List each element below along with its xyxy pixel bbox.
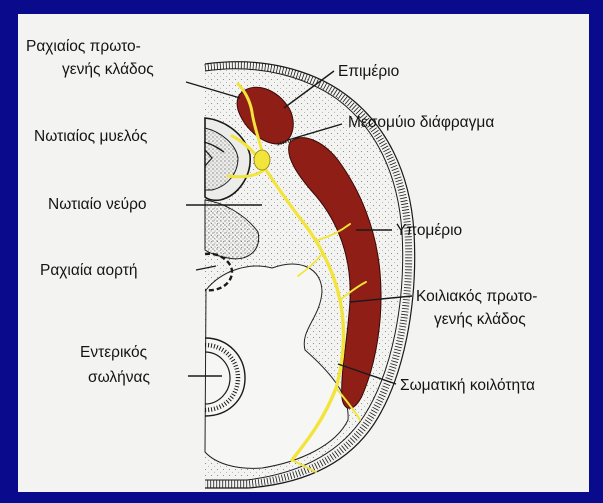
label-mesomyio: Μεσομύιο διάφραγμα (348, 114, 494, 131)
label-enterikos-line2: σωλήνας (88, 369, 150, 386)
label-rachiaia-aorti: Ραχιαία αορτή (40, 262, 137, 279)
label-nwtiaio-neyro: Νωτιαίο νεύρο (48, 196, 147, 213)
label-somatiki: Σωματική κοιλότητα (400, 377, 535, 394)
label-rachiaios-line2: γενής κλάδος (62, 61, 154, 78)
label-nwtiaios-myelos: Νωτιαίος μυελός (34, 128, 147, 145)
label-rachiaios-line1: Ραχιαίος πρωτο- (26, 38, 141, 55)
label-epimerio: Επιμέριο (338, 63, 399, 80)
label-ypomerio: Υπομέριο (396, 222, 462, 239)
label-koiliakos-line1: Κοιλιακός πρωτο- (416, 288, 537, 305)
label-koiliakos-line2: γενής κλάδος (434, 311, 526, 328)
spinal-ganglion (254, 150, 270, 170)
label-enterikos-line1: Εντερικός (80, 344, 147, 361)
